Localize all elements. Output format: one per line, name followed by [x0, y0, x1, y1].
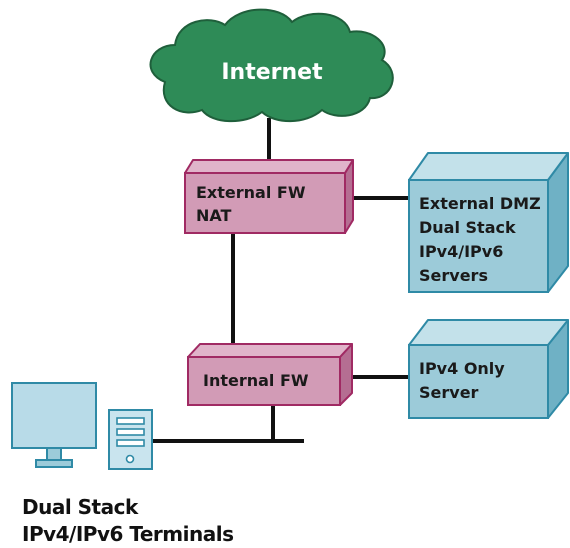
- internal-fw-label: Internal FW: [203, 371, 309, 390]
- dmz-servers-front-face: [408, 179, 549, 293]
- connectors: [152, 118, 410, 443]
- internal-firewall: Internal FW: [187, 343, 353, 406]
- dmz-servers-top-face: [408, 152, 569, 181]
- svg-text:External DMZ Dual Stack: External DMZ Dual Stack IPv4/IPv6 Server…: [419, 194, 546, 285]
- svg-text:IPv4 Only Server: IPv4 Only Server: [419, 359, 510, 402]
- ipv4-server-top-face: [408, 319, 569, 346]
- external-fw-line-2: NAT: [196, 206, 232, 225]
- internal-fw-top-face: [187, 343, 353, 358]
- computer-tower-icon: [108, 409, 153, 470]
- dmz-servers-line-4: Servers: [419, 266, 488, 285]
- monitor-icon: [11, 382, 97, 468]
- ipv4-only-server: IPv4 Only Server: [408, 319, 569, 419]
- tower-drive-2: [116, 428, 145, 436]
- tower-drive-3: [116, 439, 145, 447]
- internal-fw-front-face: [187, 356, 341, 406]
- external-fw-front-face: [184, 172, 346, 234]
- svg-text:External FW NAT: External FW NAT: [196, 183, 311, 225]
- external-firewall: External FW NAT: [184, 159, 354, 234]
- dmz-servers: External DMZ Dual Stack IPv4/IPv6 Server…: [408, 152, 569, 293]
- external-fw-line-1: External FW: [196, 183, 306, 202]
- dmz-servers-line-1: External DMZ: [419, 194, 541, 213]
- internet-label: Internet: [221, 60, 323, 85]
- external-fw-top-face: [184, 159, 354, 174]
- internet-cloud: Internet: [149, 8, 394, 123]
- ipv4-server-front-face: [408, 344, 549, 419]
- tower-drive-1: [116, 417, 145, 425]
- cloud-icon: [149, 8, 394, 123]
- tower-power-button: [125, 454, 135, 464]
- ipv4-server-line-1: IPv4 Only: [419, 359, 505, 378]
- dmz-servers-line-2: Dual Stack: [419, 218, 516, 237]
- dmz-servers-line-3: IPv4/IPv6: [419, 242, 503, 261]
- terminals-caption-line-2: IPv4/IPv6 Terminals: [22, 522, 234, 546]
- monitor-base: [35, 459, 73, 468]
- terminals-caption-line-1: Dual Stack: [22, 495, 138, 519]
- monitor-screen: [11, 382, 97, 449]
- ipv4-server-line-2: Server: [419, 383, 479, 402]
- terminals-caption: Dual Stack IPv4/IPv6 Terminals: [22, 494, 322, 548]
- monitor-neck: [46, 447, 62, 461]
